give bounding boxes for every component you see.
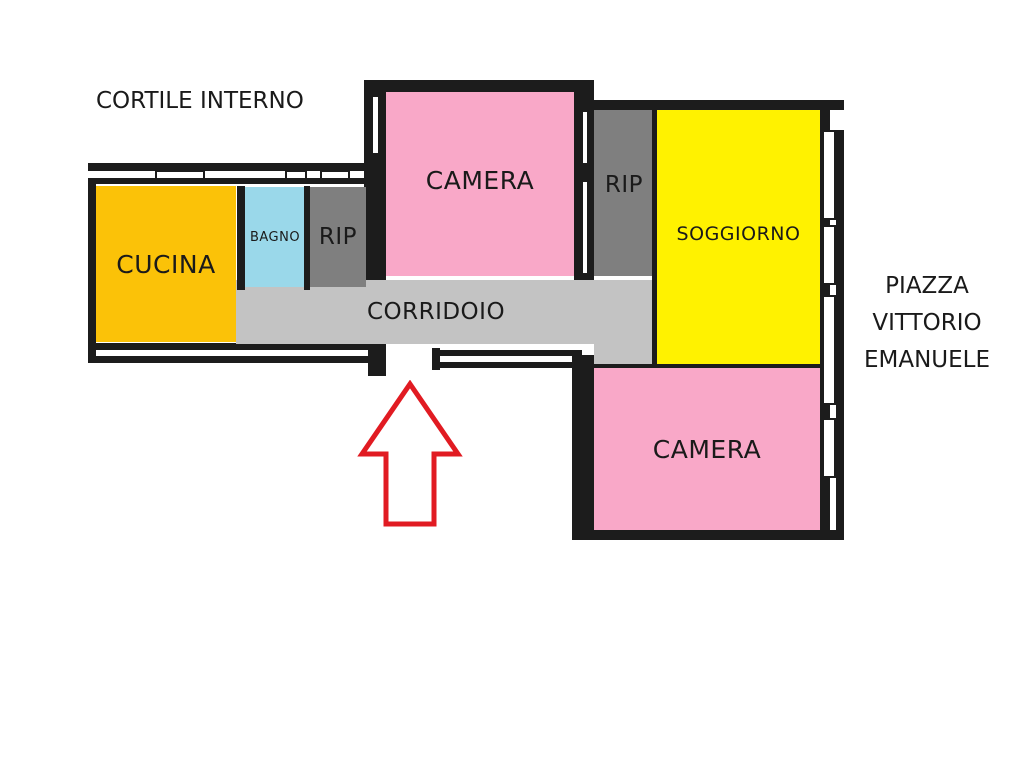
window (822, 418, 836, 478)
wall-soggiorno-camera (594, 364, 820, 368)
wall-bottom-left-wing (88, 343, 378, 350)
room-corridoio-extension (594, 280, 656, 366)
courtyard-label: CORTILE INTERNO (96, 88, 304, 114)
wall-rip-soggiorno (652, 104, 657, 366)
room-bagno: BAGNO (245, 187, 305, 287)
room-camera-top-label: CAMERA (425, 165, 535, 195)
window (155, 170, 205, 180)
wall-bottom-mid-outer (432, 362, 582, 368)
wall-camera-top-left (364, 80, 386, 280)
wall-camera-top-top (364, 80, 584, 92)
room-rip-left-label: RIP (318, 224, 358, 250)
room-corridoio: CORRIDOIO (236, 280, 656, 344)
room-camera-bottom-label: CAMERA (652, 434, 762, 464)
room-rip-right-label: RIP (604, 172, 644, 198)
wall-bottom-left-wing-outer (88, 356, 378, 363)
wall-bottom-mid (432, 350, 582, 356)
room-corridoio-label: CORRIDOIO (366, 299, 506, 325)
wall-camera-bottom-left (572, 355, 594, 540)
wall-left (88, 178, 96, 363)
room-bagno-label: BAGNO (249, 229, 301, 245)
room-soggiorno-label: SOGGIORNO (676, 223, 801, 245)
wall-right-block-top (584, 100, 844, 110)
window (822, 225, 836, 285)
window (320, 170, 350, 180)
window (581, 180, 589, 275)
window (822, 130, 836, 220)
room-camera-bottom: CAMERA (594, 368, 820, 530)
window (285, 170, 307, 180)
room-camera-top: CAMERA (386, 92, 574, 276)
wall-bagno-rip (304, 186, 310, 290)
window (581, 110, 589, 165)
room-rip-left: RIP (310, 187, 366, 287)
room-rip-right: RIP (594, 110, 654, 276)
wall-door-jamb-left (368, 340, 386, 376)
room-cucina-label: CUCINA (116, 249, 216, 279)
square-label-line3: EMANUELE (863, 347, 991, 373)
square-label: PIAZZA VITTORIO EMANUELE (852, 268, 1002, 379)
wall-top-left-wing-inner (88, 178, 376, 184)
square-label-line2: VITTORIO (872, 310, 982, 336)
window (371, 95, 380, 155)
wall-right-outer-2 (836, 130, 844, 540)
wall-bagno-left (237, 186, 245, 290)
window (822, 295, 836, 405)
square-label-line1: PIAZZA (885, 273, 969, 299)
entrance-arrow-icon (357, 380, 463, 527)
room-cucina: CUCINA (96, 186, 236, 342)
wall-door-jamb-right (432, 348, 440, 370)
wall-top-left-wing (88, 163, 376, 171)
wall-camera-bottom-bottom (572, 530, 842, 540)
room-soggiorno: SOGGIORNO (657, 110, 820, 364)
